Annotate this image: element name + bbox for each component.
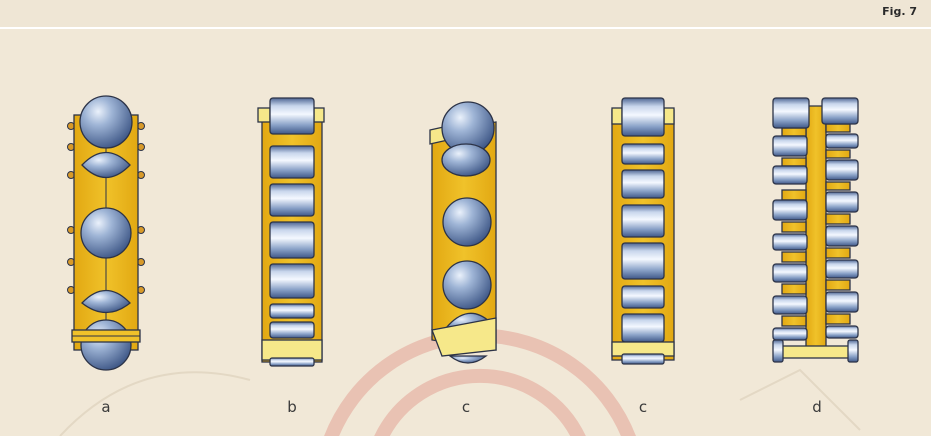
caption-c-first: c [461,398,471,416]
figure-label: Fig. 7 [882,5,917,18]
caption-d: d [812,398,822,416]
caption-a: a [101,398,111,416]
caption-c-second: c [638,398,648,416]
cage-b [257,97,325,367]
cage-c-roller [611,97,675,365]
caption-b: b [287,398,297,416]
cage-d [772,97,859,363]
watermark-shapes [59,368,861,436]
header-divider [0,27,931,29]
header-band [0,0,931,27]
cage-a [67,95,145,371]
cage-c-ball [429,101,497,364]
